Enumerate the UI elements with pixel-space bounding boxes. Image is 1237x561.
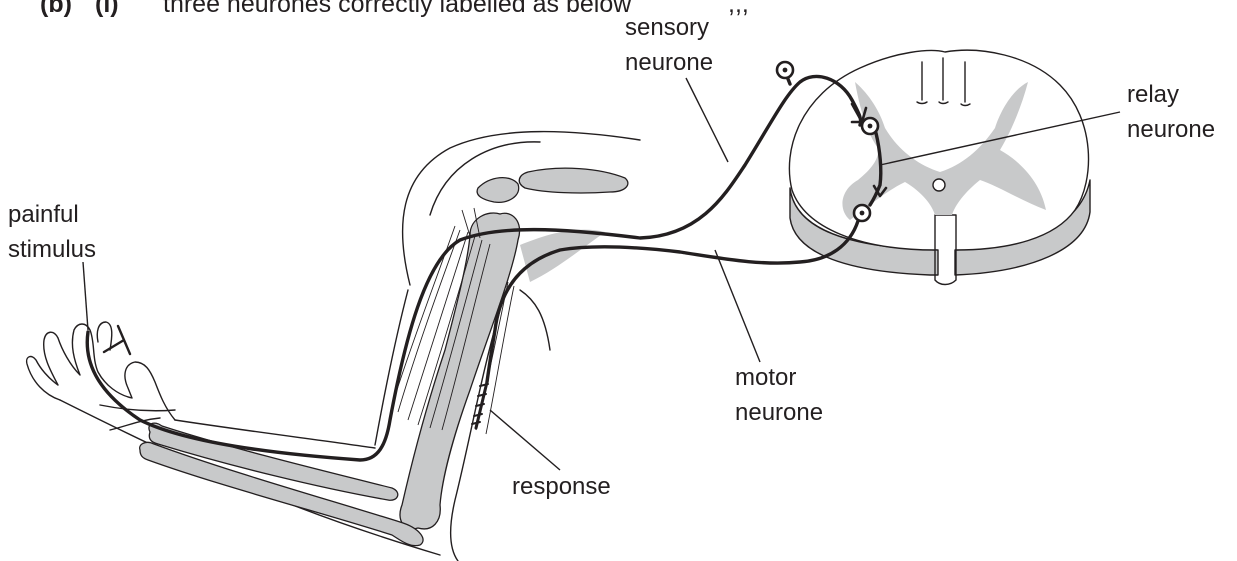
label-painful-stimulus-line2: stimulus xyxy=(8,236,96,263)
leader-motor-neurone xyxy=(715,250,760,362)
label-relay-neurone-line1: relay xyxy=(1127,81,1179,108)
leader-painful-stimulus xyxy=(83,262,88,330)
shoulder-muscle-shading xyxy=(520,230,605,282)
thumb-outline xyxy=(97,322,112,350)
label-motor-neurone-line1: motor xyxy=(735,364,796,391)
central-canal xyxy=(933,179,945,191)
spinal-cord xyxy=(789,50,1090,284)
label-motor-neurone: motor neurone xyxy=(735,364,823,426)
label-painful-stimulus-line1: painful xyxy=(8,201,79,228)
scapula-bone xyxy=(519,168,628,193)
question-marks: ,,, xyxy=(728,0,749,18)
wrist-crease xyxy=(100,405,175,411)
label-motor-neurone-line2: neurone xyxy=(735,399,823,426)
upper-arm-inner-outline xyxy=(375,290,408,445)
leader-sensory-neurone xyxy=(686,78,728,162)
relay-nucleus xyxy=(868,124,873,129)
question-text: three neurones correctly labelled as bel… xyxy=(163,0,632,18)
label-painful-stimulus: painful stimulus xyxy=(8,201,96,263)
clavicle-bone xyxy=(477,178,519,203)
pin-icon xyxy=(104,326,130,354)
label-relay-neurone: relay neurone xyxy=(1127,81,1215,143)
label-response: response xyxy=(512,473,611,500)
label-sensory-neurone-line2: neurone xyxy=(625,49,713,76)
armpit-outline xyxy=(520,290,550,350)
motor-nucleus xyxy=(860,211,865,216)
question-subpart: (i) xyxy=(95,0,119,18)
sensory-nucleus xyxy=(783,68,788,73)
label-sensory-neurone: sensory neurone xyxy=(625,14,713,76)
leader-response xyxy=(490,410,560,470)
question-part: (b) xyxy=(40,0,72,18)
label-relay-neurone-line2: neurone xyxy=(1127,116,1215,143)
label-sensory-neurone-line1: sensory xyxy=(625,14,709,41)
